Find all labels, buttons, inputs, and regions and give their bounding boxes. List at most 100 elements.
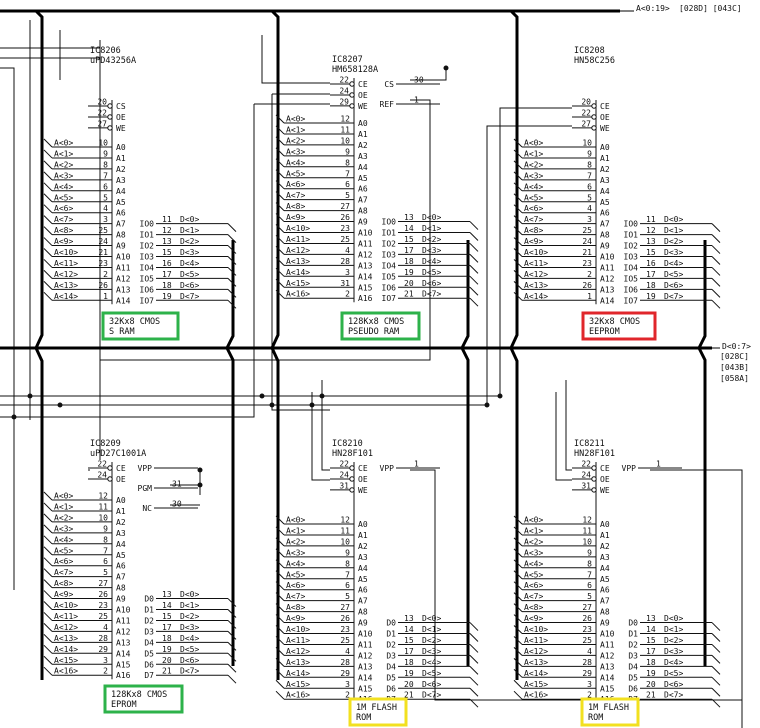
data-pin-name: IO3 [624,253,639,262]
data-bus-vertical [697,240,707,666]
addr-pin-name: A11 [600,640,615,649]
addr-pin-name: A12 [600,274,615,283]
addr-signal: A<6> [524,204,543,213]
chip-tag-box [101,311,180,341]
ctrl-pin-name: CE [358,80,368,89]
addr-signal: A<14> [524,669,548,678]
addr-pin-name: A13 [116,638,131,647]
ctrl-pin-number: 22 [339,460,349,469]
chip-tag-line2: ROM [356,713,371,723]
addr-pin-name: A13 [116,285,131,294]
addr-signal: A<8> [54,226,73,235]
data-signal: D<2> [180,612,199,621]
ctrl-pin-name: WE [600,486,610,495]
addr-pin-number: 6 [587,182,592,191]
addr-signal: A<10> [286,224,310,233]
data-signal: D<4> [422,658,441,667]
addr-pin-name: A11 [358,640,373,649]
data-pin-name: D3 [628,651,638,660]
addr-pin-number: 12 [582,516,592,525]
addr-signal: A<6> [524,581,543,590]
inverter-bubble [349,92,355,98]
addr-pin-number: 10 [582,139,592,148]
addr-signal: A<9> [54,237,73,246]
wire [100,99,431,361]
addr-pin-number: 25 [98,612,108,621]
wire [0,107,572,397]
chip-part: uPD43256A [90,56,136,66]
data-pin-number: 21 [404,290,414,299]
data-pin-name: D0 [628,619,638,628]
addr-signal: A<15> [54,656,78,665]
data-bus-vertical [225,240,235,666]
data-pin-number: 11 [162,215,172,224]
addr-pin-number: 10 [98,139,108,148]
data-pin-name: IO2 [140,242,155,251]
data-signal: D<5> [664,669,683,678]
addr-pin-name: A0 [116,143,126,152]
data-pin-number: 12 [162,226,172,235]
data-pin-name: IO4 [140,263,155,272]
addr-pin-number: 8 [587,559,592,568]
addr-pin-number: 4 [103,623,108,632]
data-pin-number: 18 [646,281,656,290]
addr-pin-name: A6 [600,209,610,218]
addr-pin-name: A1 [116,507,126,516]
addr-pin-number: 3 [345,268,350,277]
data-pin-name: D5 [386,673,396,682]
addr-pin-name: A4 [600,564,610,573]
addr-signal: A<5> [286,570,305,579]
data-signal: D<0> [180,215,199,224]
data-pin-number: 13 [162,237,172,246]
data-signal: D<3> [422,246,441,255]
addr-pin-number: 27 [340,603,350,612]
addr-pin-number: 25 [582,636,592,645]
addr-pin-number: 28 [340,658,350,667]
address-bus-vertical [270,9,280,680]
addr-pin-name: A5 [358,174,368,183]
addr-pin-name: A3 [600,176,610,185]
ctrl-pin-name: WE [358,102,368,111]
addr-pin-number: 5 [103,193,108,202]
ctrl-pin-number: 31 [581,481,591,490]
inverter-bubble [107,476,113,482]
side-pin-number: 1 [414,96,419,105]
junction-dot [57,402,63,408]
addr-pin-number: 3 [345,680,350,689]
inverter-bubble [349,81,355,87]
ctrl-pin-name: CE [358,464,368,473]
addr-pin-number: 1 [103,292,108,301]
data-signal: D<1> [180,601,199,610]
addr-pin-name: A4 [116,540,126,549]
addr-pin-number: 2 [345,290,350,299]
addr-pin-number: 11 [582,526,592,535]
wire [311,392,330,481]
ctrl-pin-name: OE [358,91,368,100]
wire [565,380,572,471]
addr-signal: A<13> [286,257,310,266]
data-signal: D<0> [422,213,441,222]
addr-signal: A<7> [54,568,73,577]
addr-signal: A<12> [54,623,78,632]
side-pin-number: 30 [172,500,182,509]
data-signal: D<0> [180,590,199,599]
addr-signal: A<4> [524,182,543,191]
side-pin-name: NC [142,504,152,513]
addr-signal: A<0> [54,492,73,501]
data-signal: D<4> [180,634,199,643]
addr-signal: A<8> [286,202,305,211]
addr-pin-number: 29 [340,669,350,678]
junction-dot [269,402,275,408]
ctrl-pin-name: CS [116,102,126,111]
addr-signal: A<14> [286,669,310,678]
addr-signal: A<12> [524,647,548,656]
chip-tag-box [581,311,657,341]
inverter-bubble [107,125,113,131]
wire [410,68,447,81]
chip-tag-line2: ROM [588,713,603,723]
data-signal: D<2> [422,235,441,244]
inverter-bubble [107,465,113,471]
